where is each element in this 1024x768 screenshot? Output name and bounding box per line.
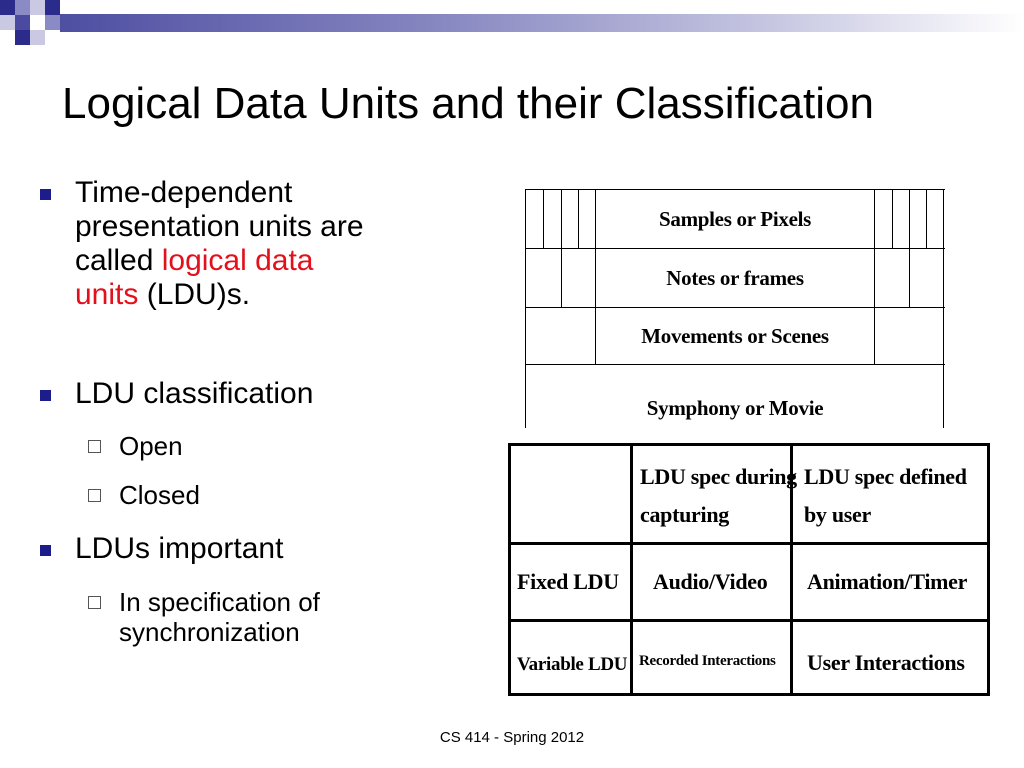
hierarchy-divider bbox=[892, 190, 893, 248]
table-divider bbox=[511, 619, 987, 622]
highlight-term: units bbox=[75, 278, 139, 311]
bullet-line: Time-dependent bbox=[75, 176, 293, 209]
hierarchy-cell: Samples or Pixels bbox=[595, 190, 875, 248]
hierarchy-divider bbox=[926, 190, 927, 248]
ldu-classification-table: LDU spec during capturing LDU spec defin… bbox=[508, 443, 990, 696]
table-cell: Recorded Interactions bbox=[639, 653, 776, 669]
checkbox-outline-icon bbox=[88, 489, 101, 502]
hierarchy-divider bbox=[943, 308, 944, 364]
table-cell: User Interactions bbox=[807, 650, 965, 675]
highlight-term: logical data bbox=[161, 244, 314, 277]
hierarchy-divider bbox=[525, 190, 526, 248]
bullet-line: units (LDU)s. bbox=[75, 278, 364, 312]
hierarchy-divider bbox=[578, 190, 579, 248]
hierarchy-cell: Notes or frames bbox=[595, 249, 875, 307]
hierarchy-divider bbox=[943, 365, 944, 428]
table-cell: Animation/Timer bbox=[807, 569, 968, 594]
hierarchy-row-samples: Samples or Pixels bbox=[525, 189, 945, 248]
sub-bullet-line: In specification of bbox=[119, 587, 320, 617]
bullet-line: called logical data bbox=[75, 244, 364, 278]
bullet-square-icon bbox=[40, 390, 51, 401]
header-gradient-bar bbox=[30, 14, 1024, 32]
table-cell: Audio/Video bbox=[653, 569, 768, 594]
table-divider bbox=[630, 446, 633, 693]
hierarchy-divider bbox=[943, 190, 944, 248]
hierarchy-divider bbox=[943, 249, 944, 307]
hierarchy-divider bbox=[525, 365, 526, 428]
hierarchy-row-notes: Notes or frames bbox=[525, 248, 945, 307]
header-square bbox=[0, 15, 15, 30]
bullet-square-icon bbox=[40, 545, 51, 556]
hierarchy-divider bbox=[543, 190, 544, 248]
hierarchy-row-symphony: Symphony or Movie bbox=[525, 364, 945, 428]
hierarchy-divider bbox=[525, 249, 526, 307]
header-square bbox=[45, 15, 60, 30]
table-row-label: Variable LDU bbox=[517, 654, 628, 675]
hierarchy-divider bbox=[525, 308, 526, 364]
header-square bbox=[15, 15, 30, 30]
sub-bullet-text: Open bbox=[119, 431, 183, 461]
hierarchy-divider bbox=[909, 190, 910, 248]
hierarchy-row-movements: Movements or Scenes bbox=[525, 307, 945, 364]
table-divider bbox=[790, 446, 793, 693]
header-square bbox=[30, 15, 45, 30]
header-square bbox=[15, 30, 30, 45]
bullet-text: LDUs important bbox=[75, 532, 284, 565]
slide-footer: CS 414 - Spring 2012 bbox=[439, 729, 585, 746]
header-square bbox=[15, 0, 30, 15]
bullet-square-icon bbox=[40, 189, 51, 200]
hierarchy-divider bbox=[909, 249, 910, 307]
sub-bullet-text: Closed bbox=[119, 480, 200, 510]
bullet-text: (LDU)s. bbox=[138, 278, 251, 311]
table-col-header: LDU spec defined by user bbox=[804, 464, 967, 527]
header-square bbox=[30, 0, 45, 15]
header-square bbox=[45, 0, 60, 15]
bullet-text: called bbox=[75, 244, 162, 277]
bullet-text: LDU classification bbox=[75, 377, 314, 410]
hierarchy-cell: Movements or Scenes bbox=[595, 308, 875, 364]
slide-title: Logical Data Units and their Classificat… bbox=[62, 79, 874, 128]
header-square bbox=[0, 0, 15, 15]
bullet-line: presentation units are bbox=[75, 210, 364, 243]
table-divider bbox=[511, 542, 987, 545]
hierarchy-divider bbox=[561, 190, 562, 248]
hierarchy-cell: Symphony or Movie bbox=[646, 396, 824, 420]
checkbox-outline-icon bbox=[88, 440, 101, 453]
header-square bbox=[30, 30, 45, 45]
sub-bullet-line: synchronization bbox=[119, 617, 300, 647]
table-col-header: LDU spec during capturing bbox=[640, 464, 797, 527]
hierarchy-divider bbox=[561, 249, 562, 307]
checkbox-outline-icon bbox=[88, 596, 101, 609]
header-square bbox=[45, 30, 60, 45]
ldu-hierarchy-figure: Samples or Pixels Notes or frames Moveme… bbox=[525, 189, 945, 428]
table-row-label: Fixed LDU bbox=[517, 569, 619, 594]
